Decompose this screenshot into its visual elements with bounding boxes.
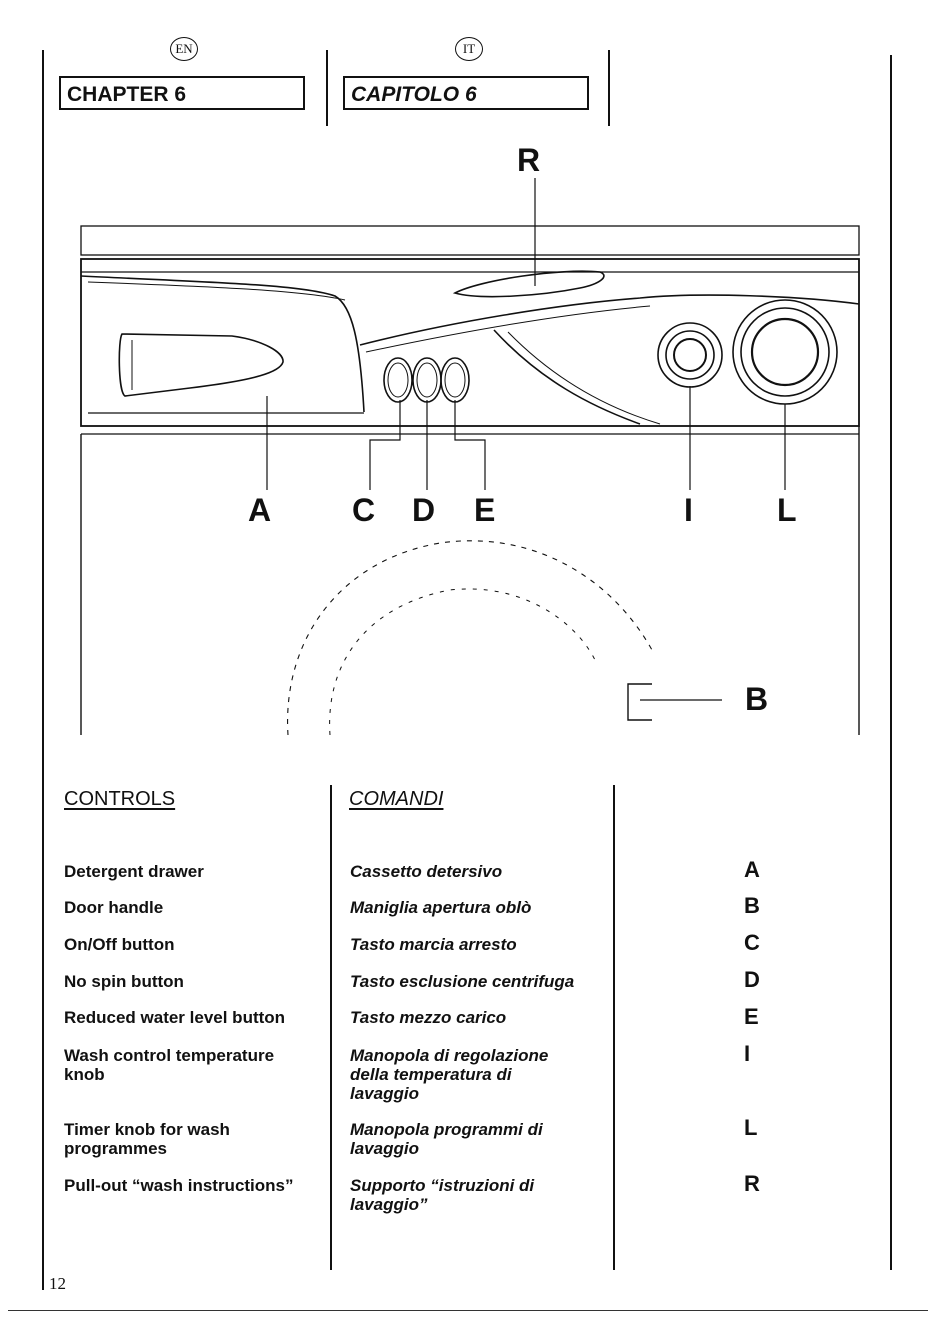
callout-e: E <box>474 492 496 528</box>
control-label-en: Door handle <box>64 898 164 917</box>
timer-knob-shape <box>732 299 838 405</box>
header-right-rule <box>608 50 610 126</box>
control-label-it: Tasto esclusione centrifuga <box>350 972 575 991</box>
en-language-badge: EN <box>170 37 198 61</box>
callout-r: R <box>517 142 541 178</box>
control-label-en: Timer knob for wash programmes <box>64 1120 230 1158</box>
callout-d: D <box>412 492 436 528</box>
control-letter: D <box>744 967 760 992</box>
worktop-strip <box>80 225 860 256</box>
control-letter: R <box>744 1171 760 1196</box>
control-letter: C <box>744 930 760 955</box>
control-label-it: Tasto mezzo carico <box>350 1008 507 1027</box>
control-letter: L <box>744 1115 758 1140</box>
left-margin-rule <box>42 50 44 1290</box>
controls-divider-rule <box>330 785 332 1270</box>
control-label-it: Maniglia apertura oblò <box>350 898 532 917</box>
control-letter: I <box>744 1041 751 1066</box>
controls-heading-it: COMANDI <box>349 788 444 810</box>
bottom-rule <box>8 1310 928 1311</box>
right-margin-rule <box>890 55 892 1270</box>
controls-heading-en: CONTROLS <box>64 788 176 810</box>
callout-c: C <box>352 492 376 528</box>
control-panel-frame <box>80 258 860 427</box>
control-label-it: Manopola programmi di lavaggio <box>350 1120 543 1158</box>
on-off-button-shape <box>383 357 413 403</box>
washing-machine-control-panel-diagram <box>80 178 860 736</box>
page-number: 12 <box>49 1274 66 1293</box>
controls-right-rule <box>613 785 615 1270</box>
header-divider-rule <box>326 50 328 126</box>
control-label-it: Tasto marcia arresto <box>350 935 517 954</box>
control-label-en: No spin button <box>64 972 184 991</box>
control-label-it: Cassetto detersivo <box>350 862 503 881</box>
control-label-en: Detergent drawer <box>64 862 204 881</box>
control-label-it: Manopola di regolazione della temperatur… <box>350 1046 549 1103</box>
control-label-en: Reduced water level button <box>64 1008 286 1027</box>
callout-i: I <box>684 492 693 528</box>
callout-l: L <box>777 492 797 528</box>
control-letter: E <box>744 1004 759 1029</box>
wash-instructions-slot <box>452 270 605 298</box>
temperature-knob-shape <box>657 322 723 388</box>
control-letter: A <box>744 857 760 882</box>
control-letter: B <box>744 893 760 918</box>
control-label-en: Wash control temperature knob <box>64 1046 275 1084</box>
control-label-en: On/Off button <box>64 935 175 954</box>
door-porthole-outline <box>287 540 653 736</box>
detergent-drawer-handle <box>118 333 284 397</box>
it-language-badge: IT <box>455 37 483 61</box>
callout-a: A <box>248 492 272 528</box>
callout-b: B <box>745 681 769 717</box>
it-chapter-title: CAPITOLO 6 <box>343 76 589 110</box>
control-label-en: Pull-out “wash instructions” <box>64 1176 294 1195</box>
en-chapter-title: CHAPTER 6 <box>59 76 305 110</box>
control-label-it: Supporto “istruzioni di lavaggio” <box>350 1176 535 1214</box>
door-handle-shape <box>627 683 652 721</box>
